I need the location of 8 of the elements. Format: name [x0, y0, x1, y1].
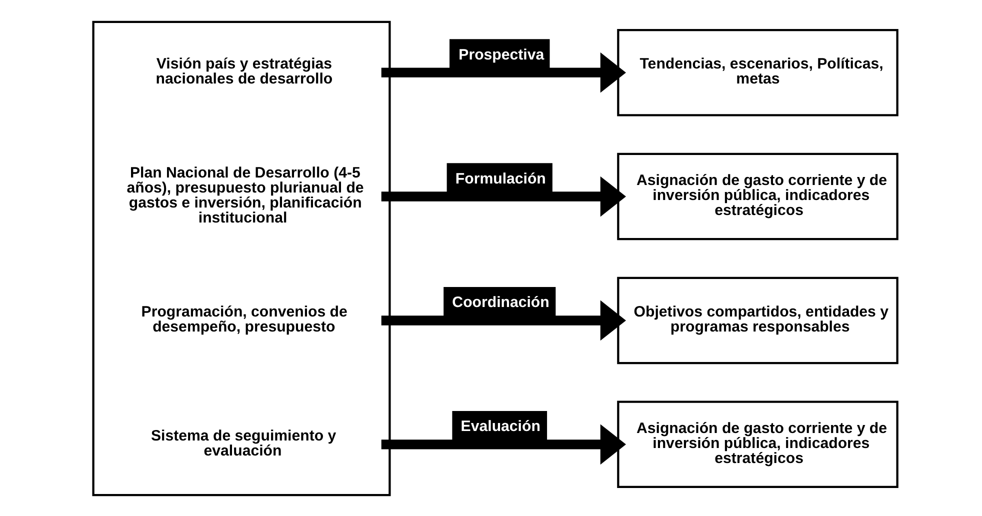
edge-label: Coordinación	[452, 294, 550, 311]
edge-label: Evaluación	[460, 418, 540, 435]
edge-label: Prospectiva	[458, 46, 544, 63]
node-text: Plan Nacional de Desarrollo (4-5 años), presupuesto plurianual de gastos e inversión, planificación institucional	[126, 164, 364, 226]
node-text: Programación, convenios de desempeño, presupuesto	[141, 302, 348, 335]
node-text: Visión país y estratégias nacionales de desarrollo	[156, 54, 333, 88]
node-text: Sistema de seguimiento y evaluación	[150, 426, 336, 459]
edge-label: Formulación	[455, 170, 546, 187]
